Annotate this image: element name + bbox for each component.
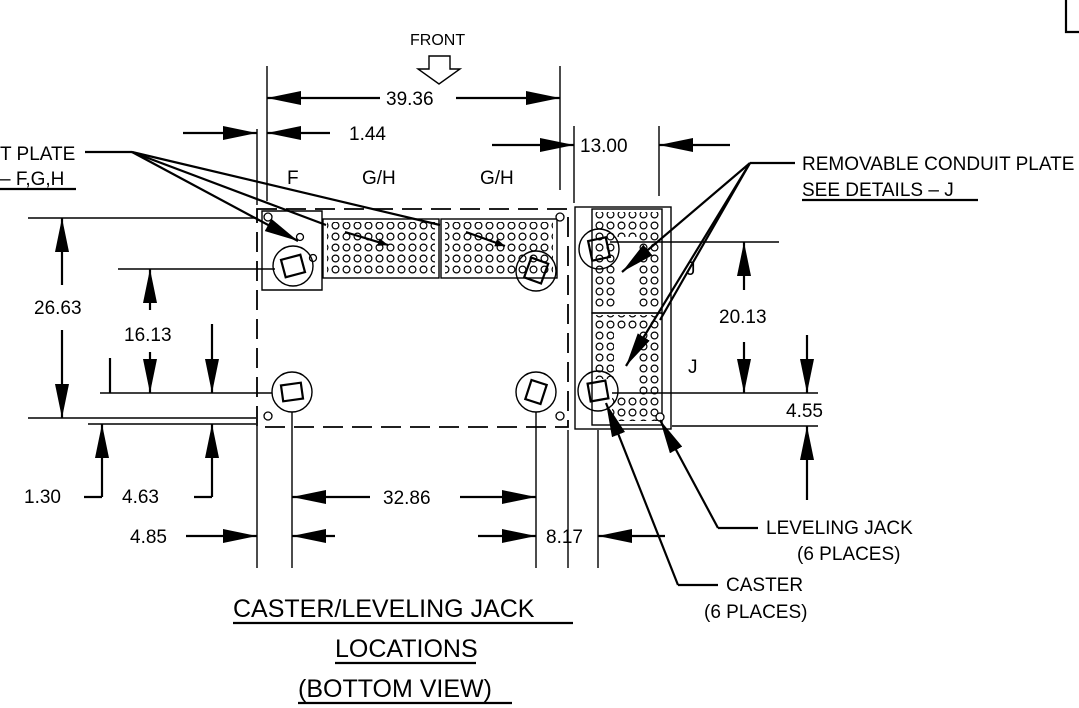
left-cabinet-outline: [256, 208, 569, 428]
right-plate-note-line2: SEE DETAILS – J: [802, 180, 954, 201]
caster-left-rear: [271, 371, 313, 413]
plate-arrows: [344, 230, 506, 248]
section-label-f: F: [287, 168, 299, 189]
caster-note-line1: CASTER: [726, 575, 803, 596]
leveling-jack-note-line2: (6 PLACES): [797, 544, 900, 565]
dim-left-caster-offset-label: 4.85: [130, 527, 167, 548]
section-label-gh-2: G/H: [480, 168, 514, 189]
section-label-j-1: J: [686, 259, 696, 280]
caster-j-rear: [577, 370, 619, 412]
section-label-gh-1: G/H: [362, 168, 396, 189]
dim-caster-spacing-label: 32.86: [383, 488, 431, 509]
dim-overall-depth: 26.63: [34, 218, 82, 418]
title-line-1: CASTER/LEVELING JACK: [233, 595, 535, 623]
dim-edge-offset: 1.44: [183, 124, 386, 145]
plate-j-1: [594, 212, 660, 309]
dim-edge-offset-label: 1.44: [349, 124, 386, 145]
right-plate-note: REMOVABLE CONDUIT PLATE SEE DETAILS – J: [621, 154, 1074, 367]
dim-side-depth: 13.00: [492, 136, 730, 157]
dim-right-side-offset: 8.17: [478, 527, 665, 548]
dim-left-caster-offset: 4.85: [130, 527, 335, 548]
right-plate-note-line1: REMOVABLE CONDUIT PLATE: [802, 154, 1074, 175]
sheet-corner-frame: [1064, 0, 1079, 34]
left-plate-note-line2: – F,G,H: [0, 169, 64, 190]
caster-right-rear: [515, 371, 557, 413]
dim-caster-depth: 16.13: [108, 269, 219, 393]
dim-front-offset-label: 4.63: [122, 487, 159, 508]
dim-caster-depth-label: 16.13: [124, 325, 172, 346]
dim-right-side-offset-label: 8.17: [546, 527, 583, 548]
drawing-title: CASTER/LEVELING JACK LOCATIONS (BOTTOM V…: [233, 595, 573, 705]
plate-j-2: [594, 315, 660, 421]
plate-gh-1: [322, 218, 440, 279]
leveling-jack-j: [655, 412, 665, 422]
left-plate-note: T PLATE – F,G,H: [0, 144, 441, 242]
dim-jack-to-edge: 4.55: [786, 335, 823, 500]
caster-right-front: [515, 250, 557, 292]
dim-front-offsets: 1.30 4.63: [24, 424, 219, 508]
dim-overall-width: 39.36: [267, 89, 560, 110]
front-label: FRONT: [410, 32, 465, 49]
dim-front-offset-small-label: 1.30: [24, 487, 61, 508]
leveling-jack-note-line1: LEVELING JACK: [766, 518, 913, 539]
title-line-2: LOCATIONS: [335, 635, 478, 663]
caster-note-line2: (6 PLACES): [704, 602, 807, 623]
plate-f: [261, 210, 323, 421]
leveling-jack-note: LEVELING JACK (6 PLACES): [659, 419, 913, 565]
dim-overall-depth-label: 26.63: [34, 298, 82, 319]
dim-overall-width-label: 39.36: [386, 89, 434, 110]
dim-jack-to-edge-label: 4.55: [786, 401, 823, 422]
title-line-3: (BOTTOM VIEW): [298, 675, 492, 703]
left-plate-note-line1: T PLATE: [0, 144, 75, 165]
caster-note: CASTER (6 PLACES): [604, 402, 807, 623]
caster-j-front: [578, 228, 620, 270]
dim-side-depth-label: 13.00: [580, 136, 628, 157]
caster-left-front: [272, 245, 314, 287]
section-label-j-2: J: [688, 357, 698, 378]
dim-right-caster-depth-label: 20.13: [719, 307, 767, 328]
plate-gh-2: [440, 212, 565, 421]
dim-caster-spacing: 32.86: [292, 488, 536, 509]
front-arrow: [415, 55, 463, 85]
dim-right-caster-depth: 20.13: [719, 242, 767, 393]
